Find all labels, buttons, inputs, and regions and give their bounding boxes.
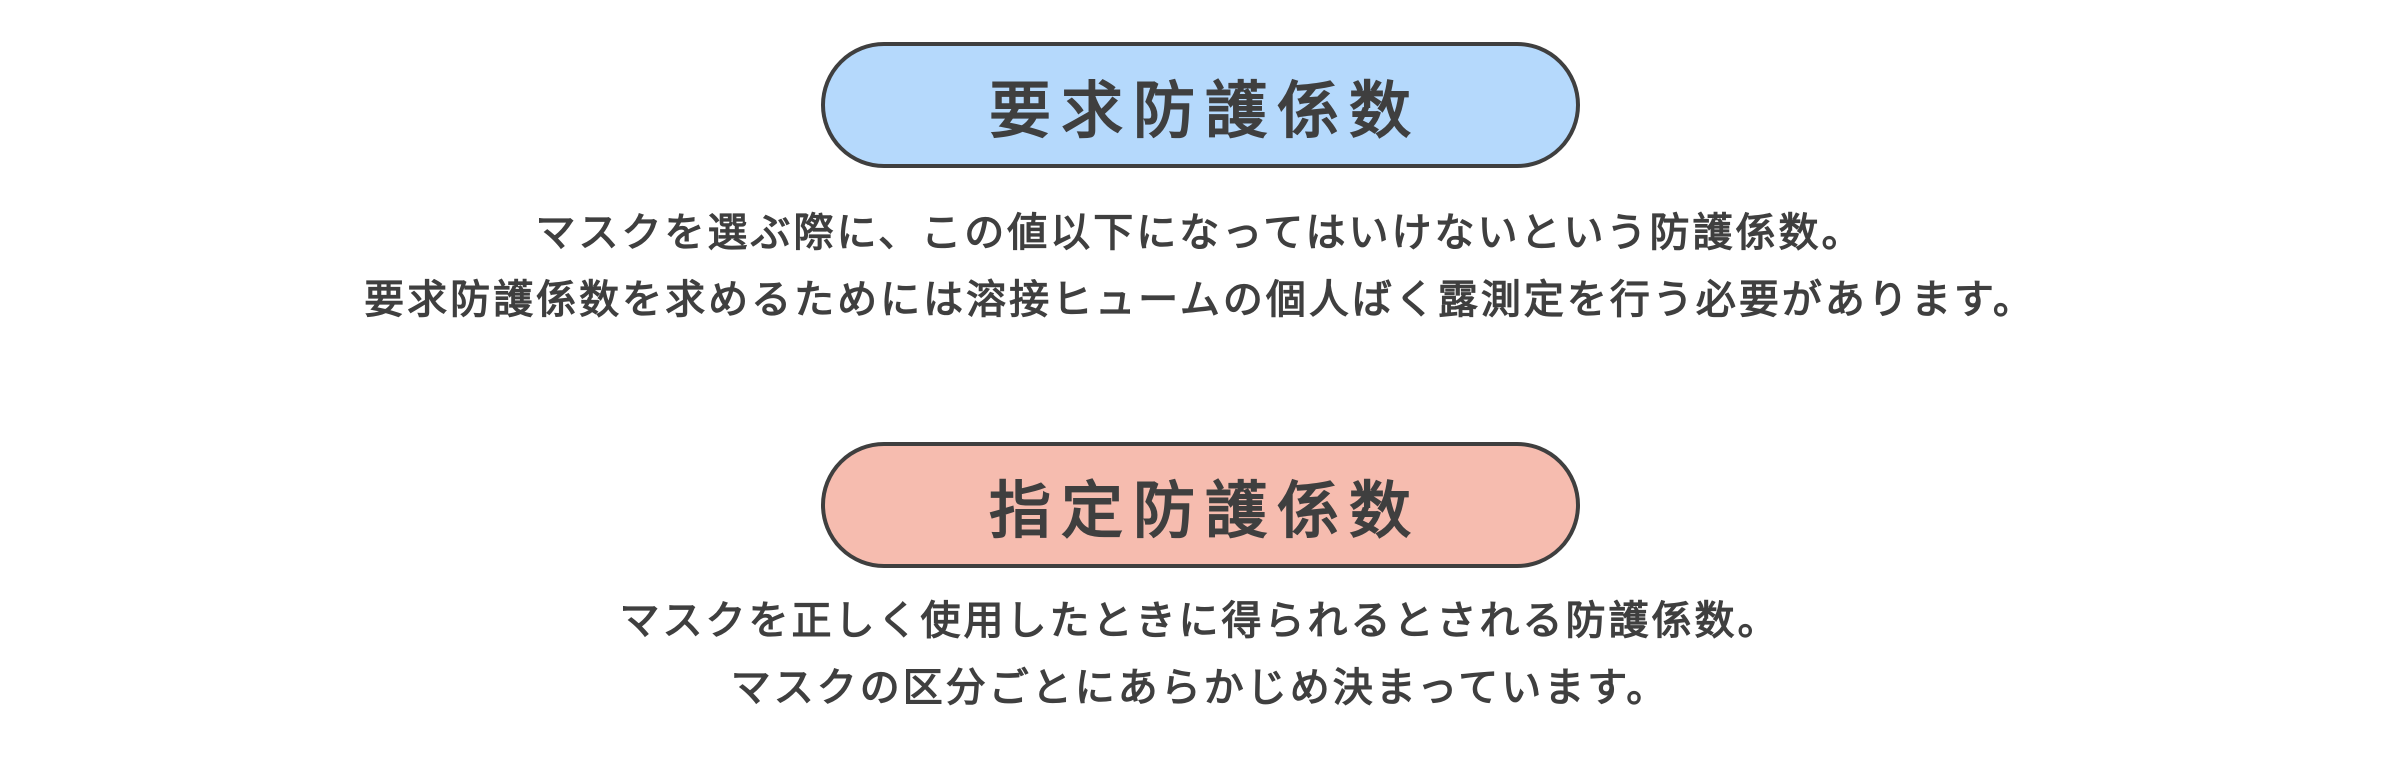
required-protection-factor-description-line-1: マスクを選ぶ際に、この値以下になってはいけないという防護係数。 <box>535 210 1865 256</box>
required-protection-factor-section: 要求防護係数 マスクを選ぶ際に、この値以下になってはいけないという防護係数。 要… <box>0 42 2400 325</box>
assigned-protection-factor-label: 指定防護係数 <box>820 442 1580 568</box>
assigned-protection-factor-section: 指定防護係数 マスクを正しく使用したときに得られるとされる防護係数。 マスクの区… <box>0 442 2400 713</box>
assigned-protection-factor-description-line-2: マスクの区分ごとにあらかじめ決まっています。 <box>730 665 1670 711</box>
assigned-protection-factor-title: 指定防護係数 <box>988 474 1421 547</box>
assigned-protection-factor-description-line-1: マスクを正しく使用したときに得られるとされる防護係数。 <box>619 598 1781 644</box>
required-protection-factor-title: 要求防護係数 <box>988 74 1421 147</box>
required-protection-factor-label: 要求防護係数 <box>820 42 1580 168</box>
required-protection-factor-description-line-2: 要求防護係数を求めるためには溶接ヒュームの個人ばく露測定を行う必要があります。 <box>364 277 2036 323</box>
